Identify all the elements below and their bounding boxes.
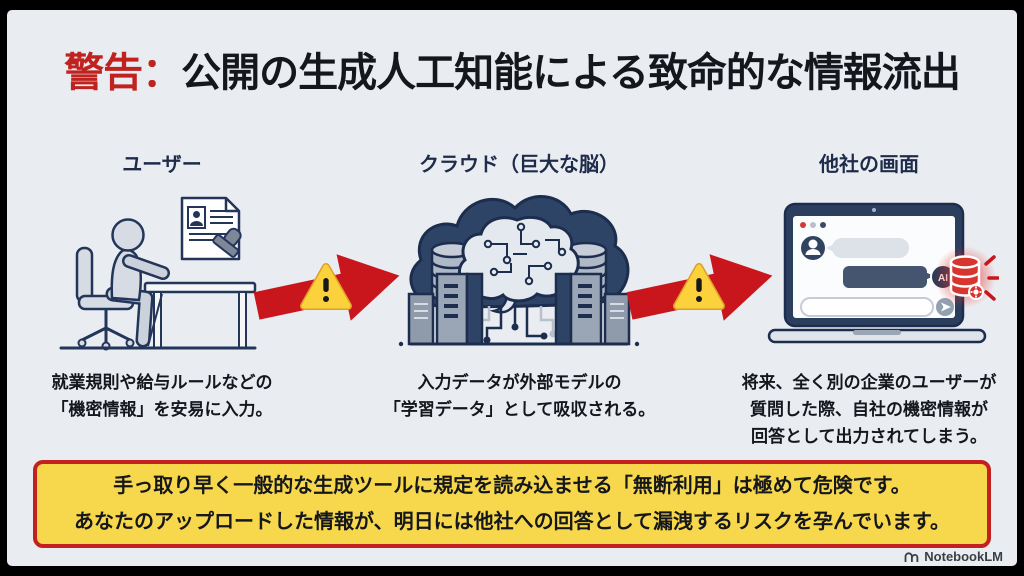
watermark: NotebookLM — [904, 549, 1003, 564]
caption-line: 「機密情報」を安易に入力。 — [51, 400, 273, 419]
circuit-lines — [471, 306, 557, 344]
user-at-desk-illustration — [49, 188, 267, 358]
alert-dashes — [984, 255, 999, 301]
cloud-brain-illustration — [395, 182, 643, 362]
chat-bubble-ai — [843, 266, 934, 288]
laptop-chat-illustration: AI — [757, 200, 999, 360]
chat-bubble-user — [826, 238, 909, 258]
user-avatar-icon — [801, 236, 825, 260]
caption-line: 入力データが外部モデルの — [417, 373, 622, 392]
title-main: 公開の生成人工知能による致命的な情報流出 — [181, 51, 961, 95]
column-header-user: ユーザー — [122, 154, 202, 176]
warning-triangle-icon — [673, 263, 725, 310]
column-header-other-company: 他社の画面 — [819, 154, 919, 176]
database-leak-icon — [949, 255, 984, 300]
page-title: 警告：公開の生成人工知能による致命的な情報流出 — [7, 40, 1017, 98]
chat-input — [800, 297, 934, 317]
server-icon — [407, 272, 484, 346]
caption-line: 質問した際、自社の機密情報が — [750, 400, 988, 419]
column-header-cloud: クラウド（巨大な脳） — [419, 154, 619, 176]
caption-user: 就業規則や給与ルールなどの 「機密情報」を安易に入力。 — [32, 369, 292, 423]
slide-canvas: 警告：公開の生成人工知能による致命的な情報流出 ユーザー クラウド（巨大な脳） … — [7, 10, 1017, 566]
caption-line: 回答として出力されてしまう。 — [751, 427, 987, 446]
red-arrow-icon — [253, 245, 405, 339]
caption-line: 就業規則や給与ルールなどの — [51, 373, 273, 392]
warning-line: あなたのアップロードした情報が、明日には他社への回答として漏洩するリスクを孕んで… — [74, 511, 950, 533]
person-icon — [105, 218, 170, 348]
notebooklm-logo-icon — [904, 552, 919, 562]
watermark-label: NotebookLM — [924, 549, 1003, 564]
red-arrow-icon — [626, 245, 778, 339]
title-warning-label: 警告： — [64, 51, 182, 95]
warning-triangle-icon — [300, 263, 352, 310]
caption-other-company: 将来、全く別の企業のユーザーが 質問した際、自社の機密情報が 回答として出力され… — [724, 369, 1014, 450]
warning-box: 手っ取り早く一般的な生成ツールに規定を読み込ませる「無断利用」は極めて危険です。… — [33, 460, 991, 548]
brain-icon — [457, 215, 580, 314]
caption-line: 「学習データ」として吸収される。 — [383, 400, 656, 419]
desk-icon — [143, 281, 257, 349]
caption-cloud: 入力データが外部モデルの 「学習データ」として吸収される。 — [382, 369, 657, 423]
document-stamp-icon — [180, 196, 242, 261]
caption-line: 将来、全く別の企業のユーザーが — [741, 373, 997, 392]
laptop-base — [767, 328, 987, 344]
warning-line: 手っ取り早く一般的な生成ツールに規定を読み込ませる「無断利用」は極めて危険です。 — [113, 475, 911, 497]
